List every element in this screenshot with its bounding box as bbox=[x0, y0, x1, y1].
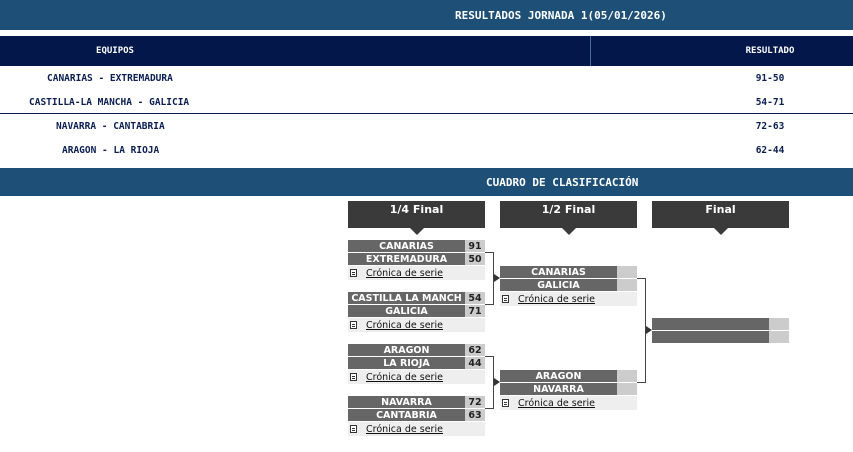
document-icon bbox=[350, 373, 357, 381]
col-result-header: RESULTADO bbox=[745, 46, 795, 56]
connector-line bbox=[637, 278, 645, 279]
bracket-title: CUADRO DE CLASIFICACIÓN bbox=[486, 175, 639, 189]
table-row: ARAGON - LA RIOJA 62-44 bbox=[0, 138, 853, 162]
final-team-b bbox=[652, 331, 769, 343]
final-score-b bbox=[769, 331, 789, 343]
arrow-right-icon bbox=[646, 326, 652, 334]
connector-line bbox=[485, 304, 493, 305]
row-teams: CANARIAS - EXTREMADURA bbox=[47, 72, 173, 84]
sf1-team-a: CANARIAS bbox=[500, 266, 617, 278]
connector-line bbox=[637, 382, 645, 383]
document-icon bbox=[350, 321, 357, 329]
qf1-score-a: 91 bbox=[465, 240, 485, 252]
qf2-score-b: 71 bbox=[465, 305, 485, 317]
results-header: RESULTADOS JORNADA 1(05/01/2026) bbox=[0, 0, 853, 30]
results-table-header: EQUIPOS RESULTADO bbox=[0, 36, 853, 66]
sf2-team-b: NAVARRA bbox=[500, 383, 617, 395]
document-icon bbox=[350, 425, 357, 433]
final-score-a bbox=[769, 318, 789, 330]
qf4-score-a: 72 bbox=[465, 396, 485, 408]
chronicle-label: Crónica de serie bbox=[366, 319, 443, 331]
qf1-score-b: 50 bbox=[465, 253, 485, 265]
connector-line bbox=[493, 252, 494, 305]
qf2-team-a: CASTILLA LA MANCH bbox=[348, 292, 465, 304]
sf2-score-a bbox=[617, 370, 637, 382]
qf1-chronicle-link[interactable]: Crónica de serie bbox=[348, 266, 485, 280]
qf3-chronicle-link[interactable]: Crónica de serie bbox=[348, 370, 485, 384]
document-icon bbox=[350, 269, 357, 277]
qf4-team-b: CANTABRIA bbox=[348, 409, 465, 421]
final-team-a bbox=[652, 318, 769, 330]
round-semifinal-bar bbox=[500, 217, 637, 235]
round-semifinal-title: 1/2 Final bbox=[500, 201, 637, 217]
qf2-chronicle-link[interactable]: Crónica de serie bbox=[348, 318, 485, 332]
chronicle-label: Crónica de serie bbox=[518, 397, 595, 409]
connector-line bbox=[485, 252, 493, 253]
sf2-chronicle-link[interactable]: Crónica de serie bbox=[500, 396, 637, 410]
row-divider bbox=[0, 113, 853, 114]
table-row: NAVARRA - CANTABRIA 72-63 bbox=[0, 114, 853, 138]
sf2-score-b bbox=[617, 383, 637, 395]
sf1-score-a bbox=[617, 266, 637, 278]
qf3-score-b: 44 bbox=[465, 357, 485, 369]
row-teams: CASTILLA-LA MANCHA - GALICIA bbox=[29, 96, 190, 108]
row-result: 72-63 bbox=[755, 120, 785, 132]
qf1-team-a: CANARIAS bbox=[348, 240, 465, 252]
row-teams: ARAGON - LA RIOJA bbox=[62, 144, 160, 156]
chronicle-label: Crónica de serie bbox=[518, 293, 595, 305]
table-row: CASTILLA-LA MANCHA - GALICIA 54-71 bbox=[0, 90, 853, 114]
qf4-team-a: NAVARRA bbox=[348, 396, 465, 408]
row-result: 54-71 bbox=[755, 96, 785, 108]
round-quarterfinal-title: 1/4 Final bbox=[348, 201, 485, 217]
round-final-bar bbox=[652, 217, 789, 235]
document-icon bbox=[502, 399, 509, 407]
arrow-right-icon bbox=[494, 378, 500, 386]
connector-line bbox=[493, 356, 494, 409]
results-title: RESULTADOS JORNADA 1(05/01/2026) bbox=[455, 8, 667, 22]
qf2-score-a: 54 bbox=[465, 292, 485, 304]
arrow-right-icon bbox=[494, 274, 500, 282]
sf2-team-a: ARAGON bbox=[500, 370, 617, 382]
qf3-team-b: LA RIOJA bbox=[348, 357, 465, 369]
row-result: 91-50 bbox=[755, 72, 785, 84]
row-result: 62-44 bbox=[755, 144, 785, 156]
col-teams-header: EQUIPOS bbox=[96, 46, 134, 56]
sf1-chronicle-link[interactable]: Crónica de serie bbox=[500, 292, 637, 306]
row-teams: NAVARRA - CANTABRIA bbox=[56, 120, 165, 132]
round-final-title: Final bbox=[652, 201, 789, 217]
table-row: CANARIAS - EXTREMADURA 91-50 bbox=[0, 66, 853, 90]
connector-line bbox=[485, 408, 493, 409]
chronicle-label: Crónica de serie bbox=[366, 423, 443, 435]
column-divider bbox=[590, 36, 591, 66]
round-quarterfinal-bar bbox=[348, 217, 485, 235]
qf1-team-b: EXTREMADURA bbox=[348, 253, 465, 265]
document-icon bbox=[502, 295, 509, 303]
chronicle-label: Crónica de serie bbox=[366, 371, 443, 383]
connector-line bbox=[485, 356, 493, 357]
qf3-team-a: ARAGON bbox=[348, 344, 465, 356]
connector-line bbox=[645, 278, 646, 383]
sf1-score-b bbox=[617, 279, 637, 291]
qf3-score-a: 62 bbox=[465, 344, 485, 356]
bracket-header: CUADRO DE CLASIFICACIÓN bbox=[0, 168, 853, 196]
chronicle-label: Crónica de serie bbox=[366, 267, 443, 279]
qf4-score-b: 63 bbox=[465, 409, 485, 421]
qf4-chronicle-link[interactable]: Crónica de serie bbox=[348, 422, 485, 436]
qf2-team-b: GALICIA bbox=[348, 305, 465, 317]
sf1-team-b: GALICIA bbox=[500, 279, 617, 291]
